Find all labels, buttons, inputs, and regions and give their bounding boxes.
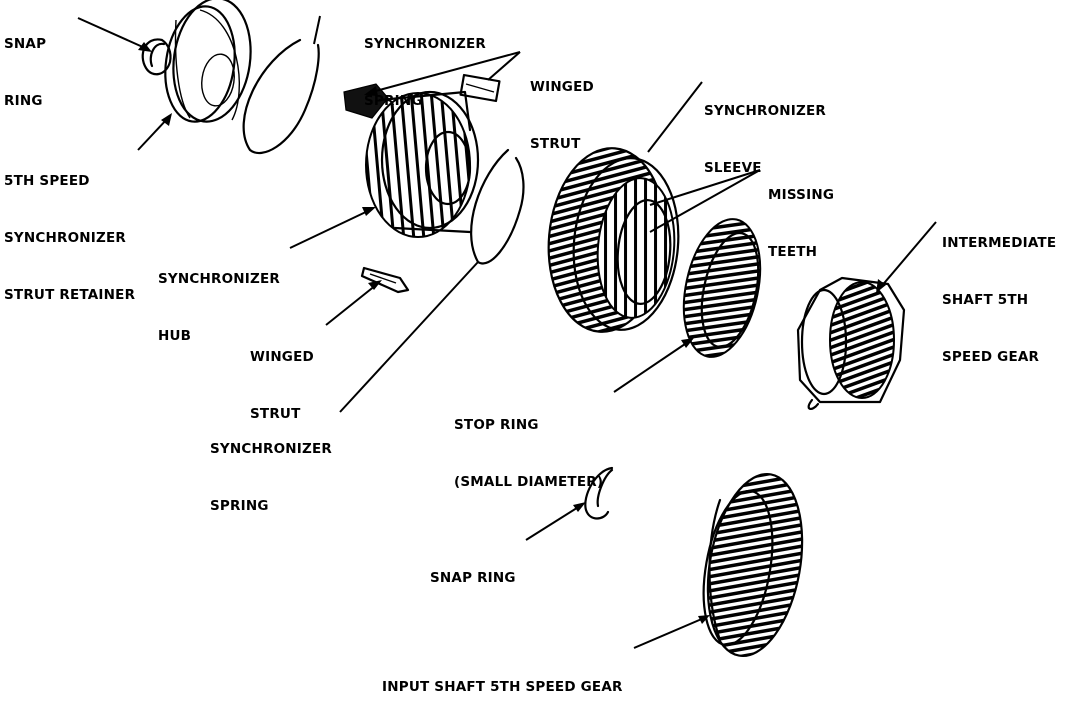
snap-ring-top-line-2: RING <box>4 93 43 109</box>
missing-teeth-label: MISSING TEETH <box>768 148 834 281</box>
intermediate-gear-part <box>796 276 906 410</box>
intermediate-gear-label: INTERMEDIATE SHAFT 5TH SPEED GEAR <box>942 196 1056 386</box>
missing-teeth-line-2: TEETH <box>768 244 818 260</box>
winged-strut-top-line-1: WINGED <box>530 79 594 95</box>
strut-retainer-part <box>164 0 252 123</box>
synchronizer-sleeve-line-1: SYNCHRONIZER <box>704 103 827 119</box>
synchronizer-spring-bottom-part <box>470 148 525 265</box>
strut-retainer-line-2: SYNCHRONIZER <box>4 230 127 246</box>
input-gear-label: INPUT SHAFT 5TH SPEED GEAR <box>382 640 623 716</box>
intermediate-gear-line-3: SPEED GEAR <box>942 349 1040 365</box>
strut-retainer-line-3: STRUT RETAINER <box>4 287 136 303</box>
synchronizer-sleeve-label: SYNCHRONIZER SLEEVE <box>704 64 826 197</box>
synchronizer-spring-top-line-2: SPRING <box>364 93 423 109</box>
winged-strut-bottom-line-2: STRUT <box>250 406 301 422</box>
synchronizer-spring-top-label: SYNCHRONIZER SPRING <box>364 0 486 130</box>
stop-ring-line-1: STOP RING <box>454 417 539 433</box>
snap-ring-top-label: SNAP RING <box>4 0 46 130</box>
snap-ring-bottom-label: SNAP RING <box>430 531 516 607</box>
synchronizer-spring-bottom-line-2: SPRING <box>210 498 269 514</box>
winged-strut-bottom-label: WINGED STRUT <box>250 310 314 443</box>
synchronizer-hub-line-2: HUB <box>158 328 192 344</box>
winged-strut-top-line-2: STRUT <box>530 136 581 152</box>
winged-strut-top-label: WINGED STRUT <box>530 40 594 173</box>
missing-teeth-line-1: MISSING <box>768 187 835 203</box>
synchronizer-sleeve-line-2: SLEEVE <box>704 160 762 176</box>
synchronizer-sleeve-part <box>547 147 680 333</box>
stop-ring-line-2: (SMALL DIAMETER) <box>454 474 604 490</box>
synchronizer-spring-bottom-label: SYNCHRONIZER SPRING <box>210 402 332 535</box>
snap-ring-bottom-part <box>584 466 614 520</box>
synchronizer-hub-part <box>365 90 480 238</box>
synchronizer-spring-bottom-line-1: SYNCHRONIZER <box>210 441 333 457</box>
synchronizer-spring-top-line-1: SYNCHRONIZER <box>364 36 487 52</box>
input-gear-part <box>702 472 804 658</box>
snap-ring-bottom-line-1: SNAP RING <box>430 570 516 586</box>
stop-ring-label: STOP RING (SMALL DIAMETER) <box>454 378 603 511</box>
strut-retainer-line-1: 5TH SPEED <box>4 173 90 189</box>
synchronizer-spring-top-part <box>242 38 320 155</box>
intermediate-gear-line-2: SHAFT 5TH <box>942 292 1029 308</box>
winged-strut-bottom-line-1: WINGED <box>250 349 314 365</box>
strut-retainer-label: 5TH SPEED SYNCHRONIZER STRUT RETAINER <box>4 134 135 324</box>
input-gear-line-1: INPUT SHAFT 5TH SPEED GEAR <box>382 679 623 695</box>
intermediate-gear-line-1: INTERMEDIATE <box>942 235 1057 251</box>
winged-strut-bottom-part <box>360 266 410 294</box>
leader-lines <box>77 15 937 649</box>
snap-ring-top-line-1: SNAP <box>4 36 47 52</box>
stop-ring-part <box>682 218 762 358</box>
synchronizer-hub-label: SYNCHRONIZER HUB <box>158 232 280 365</box>
synchronizer-hub-line-1: SYNCHRONIZER <box>158 271 281 287</box>
exploded-view-diagram <box>77 0 937 658</box>
